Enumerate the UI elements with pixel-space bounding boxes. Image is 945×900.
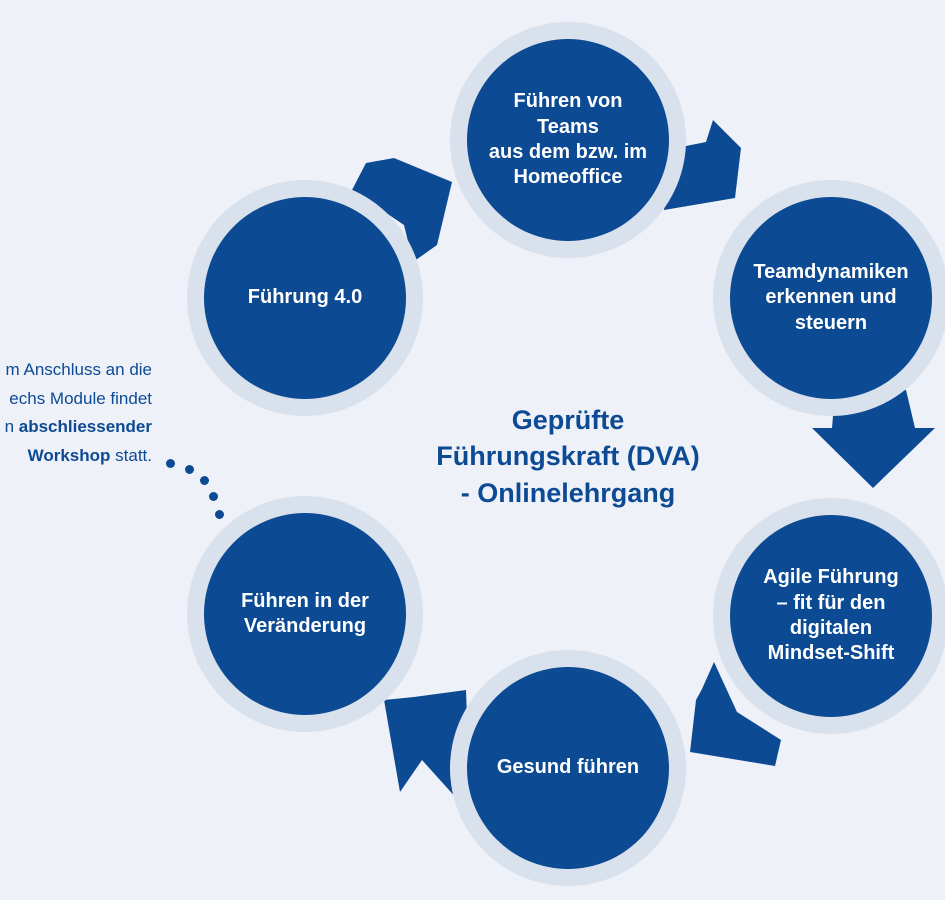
- arrow-fuehrung40-to-homeoffice: [352, 158, 452, 262]
- workshop-note-line-4-suffix: statt.: [110, 445, 152, 465]
- connector-dot: [209, 492, 218, 501]
- connector-dot: [185, 465, 194, 474]
- connector-dot: [215, 510, 224, 519]
- workshop-note-line-1: m Anschluss an die: [5, 360, 152, 379]
- module-node-fuehrung40: Führung 4.0: [187, 180, 423, 416]
- module-node-agile: Agile Führung – fit für den digitalen Mi…: [713, 498, 945, 734]
- connector-dot: [200, 476, 209, 485]
- module-node-homeoffice: Führen von Teams aus dem bzw. im Homeoff…: [450, 22, 686, 258]
- module-node-veraenderung: Führen in der Veränderung: [187, 496, 423, 732]
- workshop-note-line-2: echs Module findet: [9, 388, 152, 408]
- connector-dot: [166, 459, 175, 468]
- arrow-agile-to-gesund: [690, 662, 781, 766]
- workshop-note-line-3-prefix: n: [4, 417, 19, 437]
- arrow-gesund-to-veraenderung: [384, 690, 468, 800]
- workshop-note-emphasis: abschliessender: [18, 417, 152, 437]
- module-label-agile: Agile Führung – fit für den digitalen Mi…: [763, 566, 899, 665]
- module-label-fuehrung40: Führung 4.0: [247, 286, 363, 309]
- module-label-homeoffice: Führen von Teams aus dem bzw. im Homeoff…: [488, 90, 648, 189]
- module-circle: Teamdynamiken erkennen und steuern: [730, 197, 932, 399]
- module-circle: Gesund führen: [467, 667, 669, 869]
- workshop-note-workshop-word: Workshop: [27, 445, 111, 465]
- module-label-veraenderung: Führen in der Veränderung: [241, 589, 369, 637]
- course-title: Geprüfte Führungskraft (DVA) - Onlineleh…: [436, 405, 700, 508]
- arrow-homeoffice-to-teamdynamiken: [664, 120, 741, 210]
- module-node-teamdynamiken: Teamdynamiken erkennen und steuern: [713, 180, 945, 416]
- module-circle: Agile Führung – fit für den digitalen Mi…: [730, 515, 932, 717]
- module-circle: Führen in der Veränderung: [204, 513, 406, 715]
- workshop-note: m Anschluss an die echs Module findet n …: [0, 356, 152, 470]
- module-label-gesund: Gesund führen: [496, 756, 640, 779]
- module-circle: Führung 4.0: [204, 197, 406, 399]
- module-node-gesund: Gesund führen: [450, 650, 686, 886]
- module-circle: Führen von Teams aus dem bzw. im Homeoff…: [467, 39, 669, 241]
- module-label-teamdynamiken: Teamdynamiken erkennen und steuern: [753, 260, 909, 334]
